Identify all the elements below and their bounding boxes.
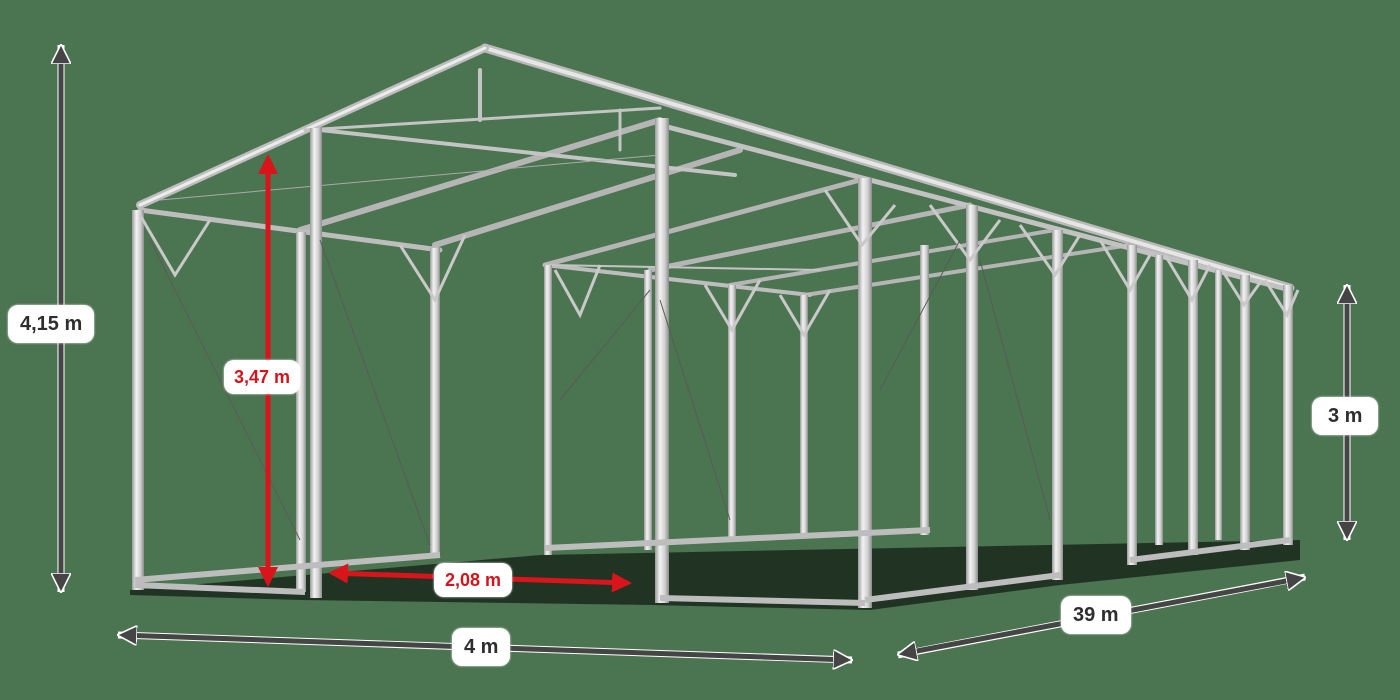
width-label: 4 m <box>452 628 511 666</box>
door-height-label: 3,47 m <box>224 360 301 394</box>
length-label: 39 m <box>1061 596 1131 634</box>
door-width-label: 2,08 m <box>434 563 513 597</box>
tent-braces <box>138 189 1300 338</box>
side-height-label: 3 m <box>1312 397 1379 435</box>
total-height-label: 4,15 m <box>8 305 95 343</box>
ground-shadow <box>130 540 1300 610</box>
tent-posts <box>132 118 1293 608</box>
